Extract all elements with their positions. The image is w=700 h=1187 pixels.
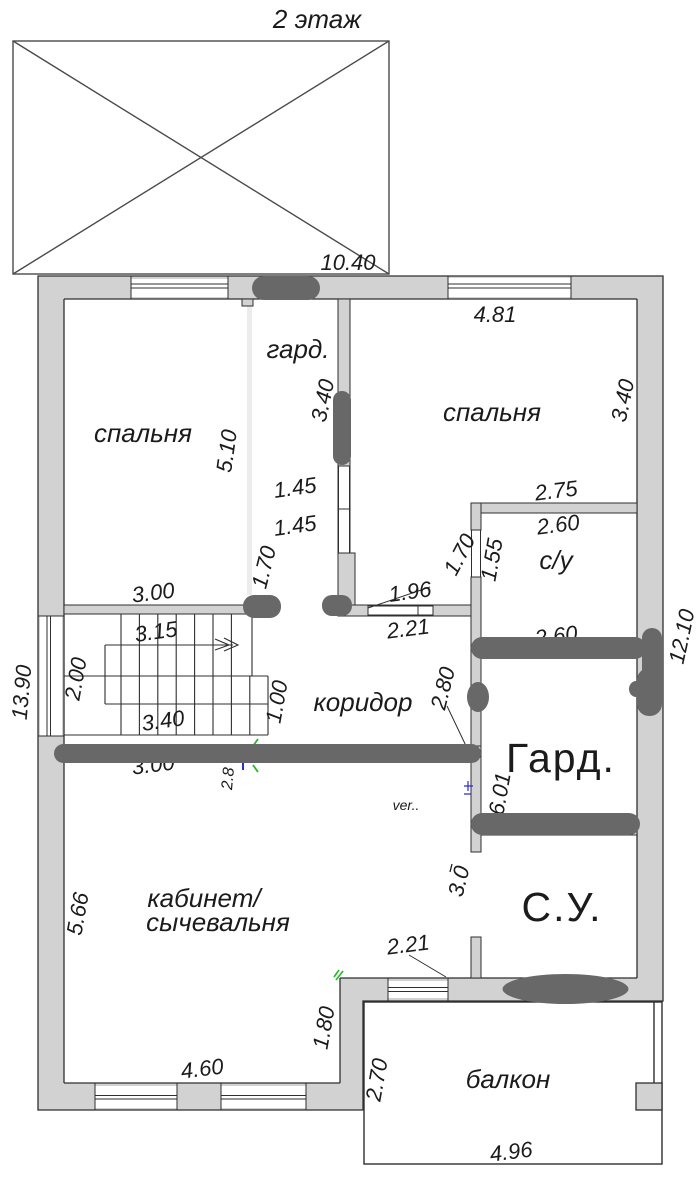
svg-text:1.45: 1.45 (272, 472, 319, 503)
svg-text:4.60: 4.60 (179, 1053, 225, 1083)
svg-text:2.75: 2.75 (532, 475, 579, 505)
svg-text:спальня: спальня (94, 418, 192, 448)
svg-text:2 этаж: 2 этаж (272, 4, 362, 34)
svg-text:ver..: ver.. (393, 797, 420, 813)
svg-text:3.00: 3.00 (130, 577, 176, 607)
svg-text:10.40: 10.40 (320, 250, 376, 275)
svg-text:2.60: 2.60 (534, 509, 581, 539)
svg-text:2.21: 2.21 (384, 614, 431, 644)
svg-text:кабинет/: кабинет/ (147, 883, 263, 913)
svg-text:Гард.: Гард. (506, 735, 616, 781)
svg-text:гард.: гард. (266, 334, 329, 364)
svg-text:3.40: 3.40 (140, 705, 187, 736)
svg-text:балкон: балкон (466, 1064, 551, 1094)
svg-text:5.10: 5.10 (211, 427, 242, 474)
svg-text:коридор: коридор (314, 687, 413, 717)
svg-text:4.96: 4.96 (488, 1136, 534, 1166)
svg-text:1.96: 1.96 (387, 576, 434, 607)
svg-text:1.45: 1.45 (272, 510, 319, 541)
svg-text:сычевальня: сычевальня (146, 907, 290, 937)
svg-text:2.21: 2.21 (384, 930, 431, 960)
svg-text:13.90: 13.90 (7, 663, 37, 721)
svg-text:2.8: 2.8 (219, 767, 238, 792)
svg-text:3.15: 3.15 (133, 616, 180, 647)
svg-text:С.У.: С.У. (522, 884, 603, 930)
svg-text:4.81: 4.81 (474, 302, 517, 327)
svg-text:с/у: с/у (539, 545, 574, 575)
svg-text:спальня: спальня (443, 397, 541, 427)
